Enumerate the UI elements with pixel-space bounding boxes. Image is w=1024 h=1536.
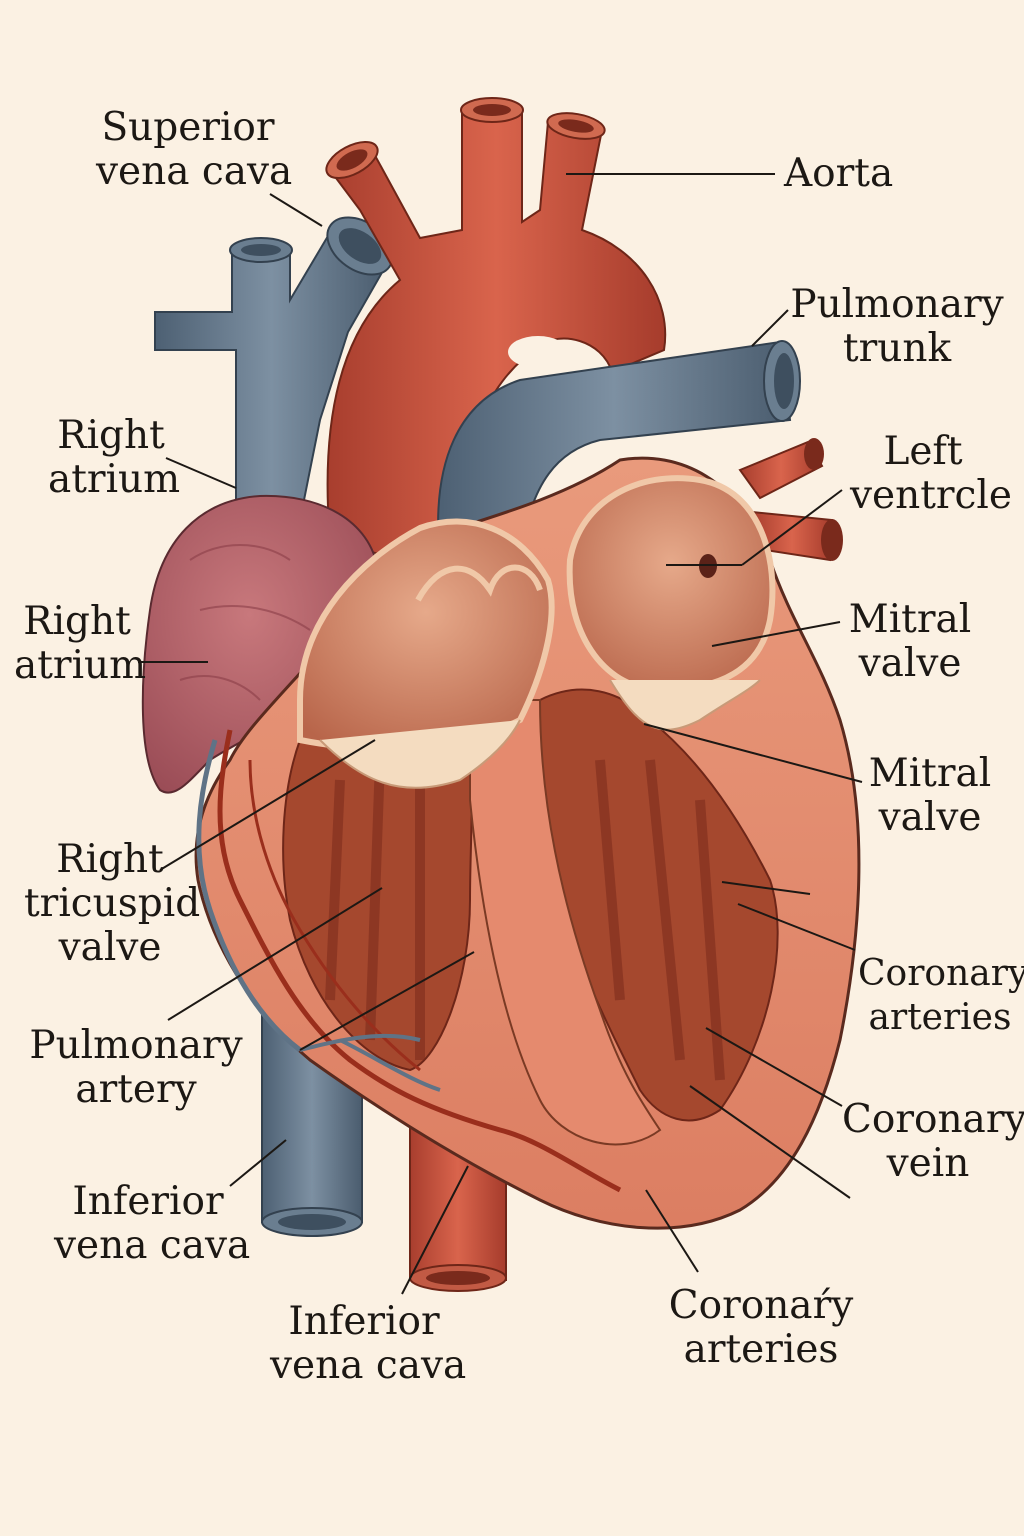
leader-pulmonary-trunk (751, 309, 789, 347)
leader-coronary-arteries-right-b (737, 903, 856, 951)
label-line: ventrcle (850, 473, 1012, 518)
label-line: Pulmonary (29, 1023, 243, 1068)
label-line: arteries (868, 997, 1012, 1038)
leader-coronary-arteries-right-a (721, 881, 811, 895)
leader-mitral-valve-upper (711, 621, 841, 647)
label-line: arteries (683, 1327, 839, 1372)
leader-mitral-valve-lower (643, 723, 863, 783)
leader-left-ventricle (741, 489, 843, 566)
label-line: Inferior (288, 1299, 440, 1344)
label-aorta: Aorta (784, 152, 893, 196)
label-inferior-vena-cava-left: Inferior vena cava (54, 1179, 251, 1268)
label-superior-vena-cava: Superior vena cava (96, 105, 293, 194)
label-line: Mitral (868, 751, 992, 796)
label-line: valve (878, 795, 982, 840)
leader-lines (138, 173, 863, 1295)
leader-right-atrium-upper (165, 457, 237, 489)
label-line: Superior (101, 105, 275, 150)
label-mitral-valve-upper: Mitral valve (848, 598, 972, 686)
label-line: Coronary (858, 953, 1024, 994)
label-line: Pulmonary (790, 282, 1004, 327)
aorta-shape (325, 97, 667, 562)
leader-inferior-vena-cava-left (229, 1139, 287, 1187)
leader-right-tricuspid-valve (159, 739, 376, 871)
label-line: Right (56, 837, 164, 882)
leader-superior-vena-cava (269, 193, 323, 227)
label-line: valve (858, 641, 962, 686)
tricuspid-chamber-shape (297, 518, 555, 789)
label-right-tricuspid-valve: Right tricuspid valve (24, 837, 201, 970)
label-right-atrium-lower: Right atrium (14, 599, 147, 688)
leader-pulmonary-artery-b (299, 951, 475, 1051)
label-inferior-vena-cava-bottom: Inferior vena cava (270, 1299, 467, 1388)
mitral-chamber-shape (566, 475, 776, 731)
pulmonary-veins-shape (738, 438, 843, 562)
leader-inferior-vena-cava-bottom (401, 1165, 469, 1295)
leader-coronary-vein-b (689, 1085, 851, 1199)
label-left-ventricle: Left ventrcle (850, 429, 1012, 518)
label-coronary-arteries-right: Coronary arteries (858, 952, 1024, 1040)
label-line: vena cava (96, 149, 293, 194)
label-line: Aorta (784, 151, 894, 196)
label-line: Right (57, 413, 165, 458)
label-line: atrium (48, 457, 181, 502)
label-pulmonary-artery: Pulmonary artery (28, 1024, 244, 1112)
label-line: valve (58, 925, 162, 970)
label-line: Inferior (72, 1179, 224, 1224)
label-line: Mitral (848, 597, 972, 642)
label-pulmonary-trunk: Pulmonary trunk (790, 283, 1004, 371)
label-line: Right (23, 599, 131, 644)
leader-coronary-vein (705, 1027, 843, 1107)
label-line: trunk (842, 326, 952, 371)
leader-pulmonary-artery (167, 887, 383, 1021)
right-atrium-shape (141, 494, 381, 794)
label-line: artery (75, 1067, 197, 1112)
label-line: atrium (14, 643, 147, 688)
label-line: vein (886, 1141, 970, 1186)
label-right-atrium-upper: Right atrium (48, 413, 181, 502)
label-line: tricuspid (24, 881, 201, 926)
label-line: vena cava (54, 1223, 251, 1268)
label-line: vena cava (270, 1343, 467, 1388)
label-line: Left (883, 429, 963, 474)
label-coronary-vein: Coronary vein (842, 1097, 1024, 1186)
label-line: Coronary (842, 1097, 1024, 1142)
leader-coronary-arteries-bottom (645, 1189, 699, 1273)
label-line: Coronaŕy (668, 1283, 854, 1328)
label-coronary-arteries-bottom: Coronaŕy arteries (668, 1284, 854, 1372)
coronary-vessels-shape (196, 729, 622, 1193)
label-mitral-valve-lower: Mitral valve (868, 752, 992, 840)
